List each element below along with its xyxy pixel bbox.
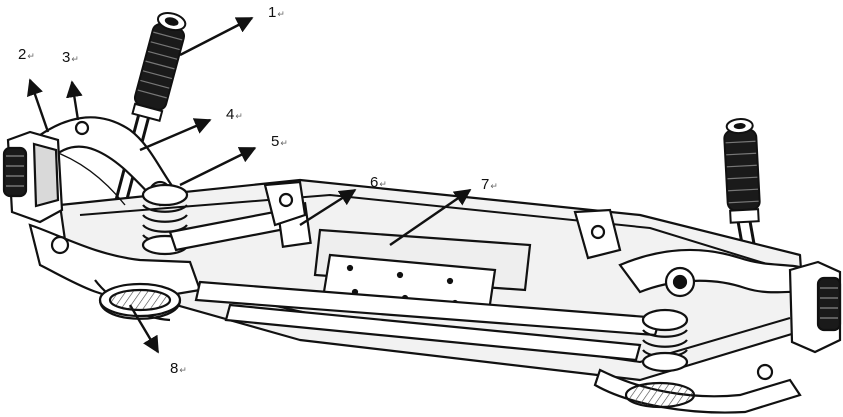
return-mark-icon: ↵ bbox=[490, 181, 498, 191]
return-mark-icon: ↵ bbox=[235, 111, 243, 121]
return-mark-icon: ↵ bbox=[27, 51, 35, 61]
left-stabilizer-link bbox=[98, 282, 182, 320]
return-mark-icon: ↵ bbox=[179, 365, 187, 375]
right-lower-control-arm bbox=[593, 368, 802, 414]
leader-5 bbox=[179, 146, 257, 187]
return-mark-icon: ↵ bbox=[277, 9, 285, 19]
leader-6 bbox=[299, 188, 357, 227]
left-shock-absorber bbox=[110, 11, 187, 219]
left-mount-bracket bbox=[263, 180, 307, 227]
callout-6-number: 6 bbox=[370, 174, 379, 191]
callout-2: 2↵ bbox=[18, 46, 35, 63]
return-mark-icon: ↵ bbox=[280, 138, 288, 148]
leader-1 bbox=[179, 16, 254, 57]
callout-8-number: 8 bbox=[170, 360, 179, 377]
callout-5-number: 5 bbox=[271, 133, 280, 150]
leader-3 bbox=[66, 80, 83, 121]
right-wheel-hub bbox=[756, 260, 842, 381]
leader-7 bbox=[389, 189, 472, 246]
return-mark-icon: ↵ bbox=[379, 179, 387, 189]
leader-4 bbox=[139, 118, 212, 152]
leader-8 bbox=[128, 304, 160, 354]
return-mark-icon: ↵ bbox=[71, 54, 79, 64]
callout-3-number: 3 bbox=[62, 49, 71, 66]
leader-lines bbox=[27, 16, 472, 354]
callout-7: 7↵ bbox=[481, 176, 498, 193]
callout-4-number: 4 bbox=[226, 106, 235, 123]
callout-2-number: 2 bbox=[18, 46, 27, 63]
right-mount-bracket bbox=[573, 208, 622, 260]
callout-1: 1↵ bbox=[268, 4, 285, 21]
leader-2 bbox=[27, 78, 50, 133]
callout-7-number: 7 bbox=[481, 176, 490, 193]
callout-4: 4↵ bbox=[226, 106, 243, 123]
callout-8: 8↵ bbox=[170, 360, 187, 377]
right-coil-spring bbox=[641, 308, 689, 373]
left-wheel-hub bbox=[2, 130, 64, 224]
callout-5: 5↵ bbox=[271, 133, 288, 150]
callout-6: 6↵ bbox=[370, 174, 387, 191]
callout-1-number: 1 bbox=[268, 4, 277, 21]
callout-3: 3↵ bbox=[62, 49, 79, 66]
